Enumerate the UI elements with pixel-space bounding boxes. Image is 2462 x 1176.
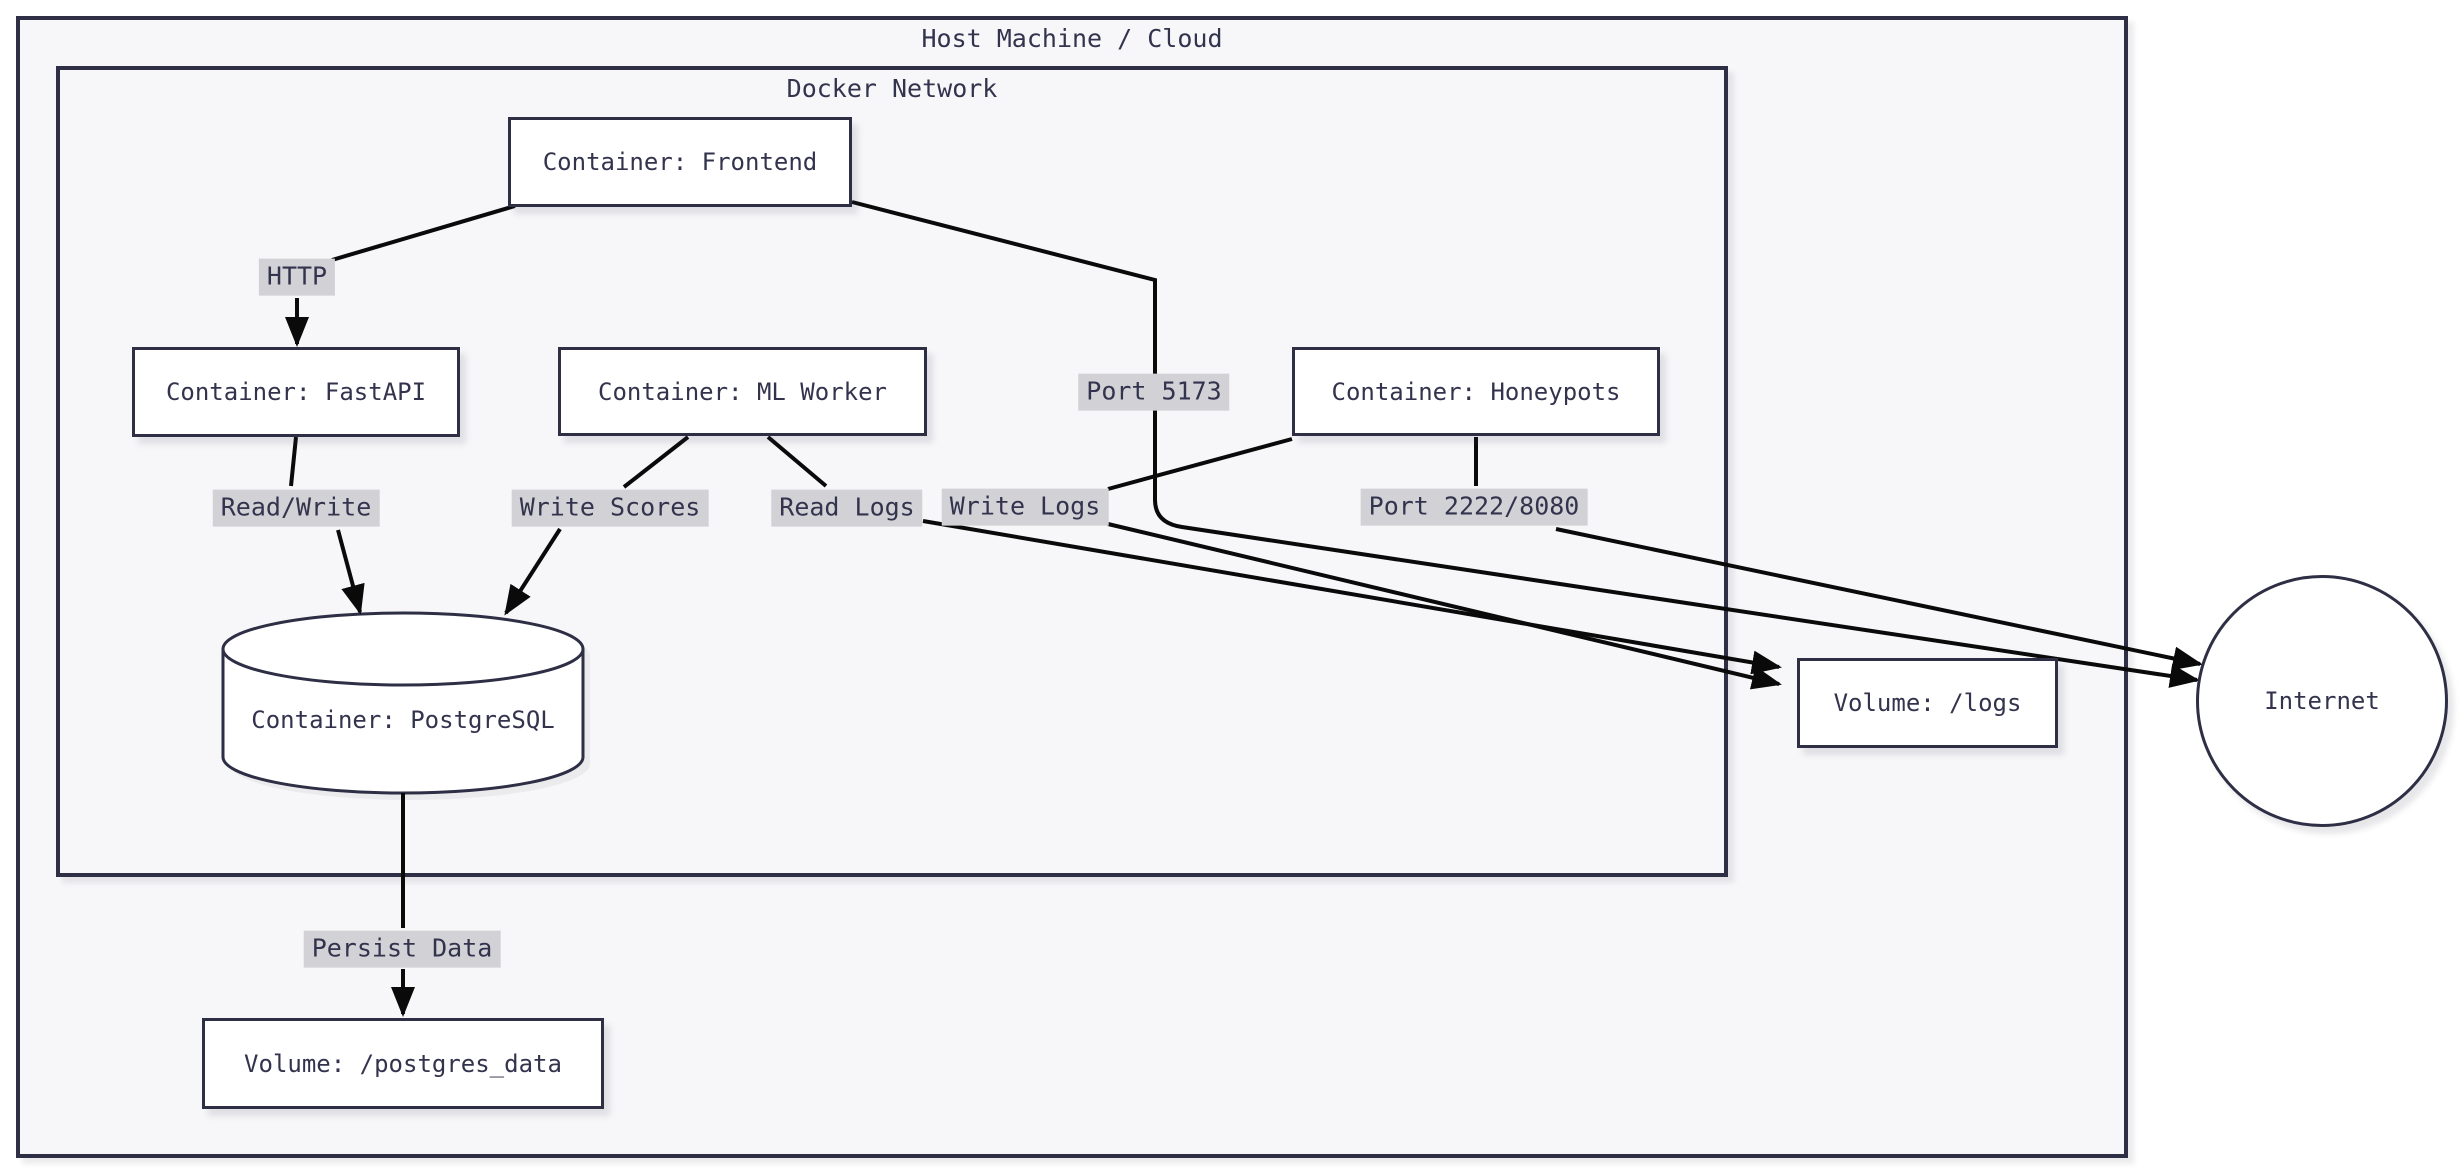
node-fastapi-label: Container: FastAPI xyxy=(165,378,427,406)
edge-label-write-logs: Write Logs xyxy=(941,488,1109,526)
edge-label-read-logs: Read Logs xyxy=(771,489,923,527)
edge-label-http: HTTP xyxy=(258,258,336,296)
node-frontend-label: Container: Frontend xyxy=(542,148,818,176)
node-postgresql-label: Container: PostgreSQL xyxy=(223,700,583,740)
node-honeypots-label: Container: Honeypots xyxy=(1331,377,1621,406)
node-volume-logs: Volume: /logs xyxy=(1797,658,2058,748)
node-internet-label: Internet xyxy=(2264,687,2380,715)
node-internet: Internet xyxy=(2196,575,2448,827)
node-ml-worker-label: Container: ML Worker xyxy=(598,377,887,406)
edge-honeypots-internet xyxy=(1474,437,2203,671)
node-postgresql-text: Container: PostgreSQL xyxy=(251,706,555,734)
edge-frontend-internet xyxy=(851,200,2200,688)
postgresql-cylinder xyxy=(221,611,590,800)
edge-mlworker-postgresql xyxy=(504,435,690,616)
edge-fastapi-postgresql xyxy=(289,436,365,615)
edge-mlworker-volumelogs xyxy=(766,435,1782,675)
node-ml-worker: Container: ML Worker xyxy=(558,347,927,436)
node-honeypots: Container: Honeypots xyxy=(1292,347,1660,436)
edge-honeypots-volumelogs xyxy=(1107,437,1782,690)
node-volume-postgres-data: Volume: /postgres_data xyxy=(202,1018,604,1109)
edge-frontend-fastapi xyxy=(285,204,516,347)
edge-label-port-5173: Port 5173 xyxy=(1078,373,1230,411)
edge-label-persist-data: Persist Data xyxy=(303,930,501,968)
edge-label-write-scores: Write Scores xyxy=(511,489,709,527)
node-volume-postgres-data-label: Volume: /postgres_data xyxy=(244,1049,562,1078)
node-fastapi: Container: FastAPI xyxy=(132,347,460,437)
edge-label-port-2222-8080: Port 2222/8080 xyxy=(1360,488,1588,526)
node-volume-logs-label: Volume: /logs xyxy=(1833,689,2022,717)
node-frontend: Container: Frontend xyxy=(508,117,852,207)
edge-label-read-write: Read/Write xyxy=(212,489,380,527)
